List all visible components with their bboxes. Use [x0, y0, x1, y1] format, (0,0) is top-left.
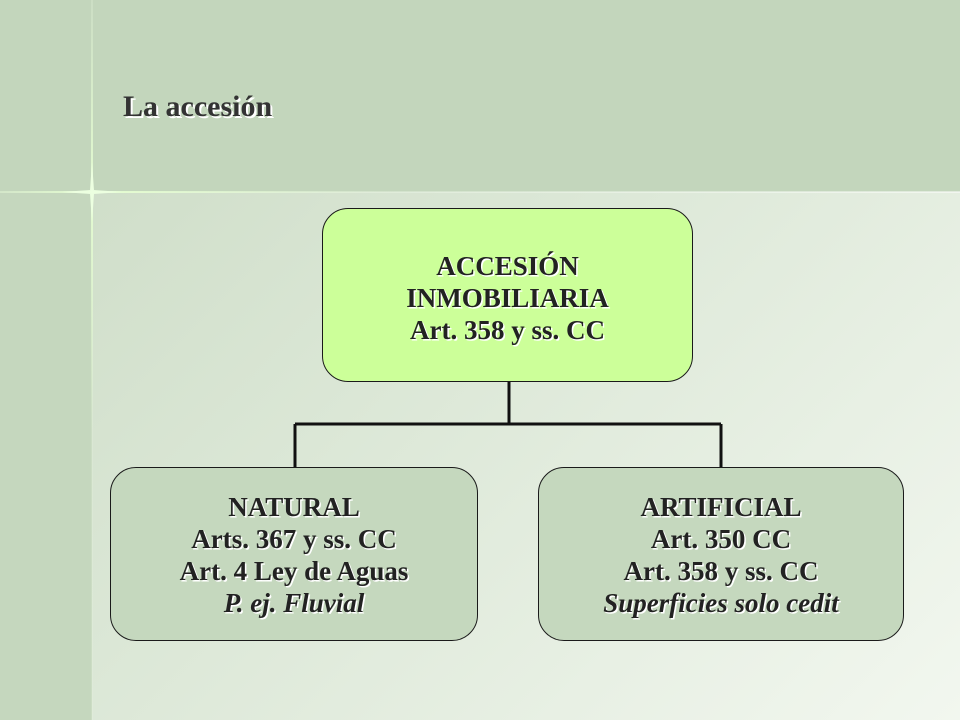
node-artificial-example: Superficies solo cedit: [603, 588, 839, 618]
top-band: [0, 0, 960, 192]
sparkle-icon: [62, 162, 122, 222]
node-natural: NATURAL Arts. 367 y ss. CC Art. 4 Ley de…: [110, 467, 478, 641]
node-accesion-inmobiliaria: ACCESIÓN INMOBILIARIA Art. 358 y ss. CC: [322, 208, 693, 382]
slide-title: La accesión: [123, 90, 273, 123]
vertical-accent-line: [91, 0, 93, 720]
node-root-line-3: Art. 358 y ss. CC: [410, 315, 605, 345]
node-artificial: ARTIFICIAL Art. 350 CC Art. 358 y ss. CC…: [538, 467, 904, 641]
node-artificial-line-2: Art. 350 CC: [650, 524, 792, 554]
node-natural-line-2: Arts. 367 y ss. CC: [191, 524, 397, 554]
node-natural-line-3: Art. 4 Ley de Aguas: [179, 556, 409, 586]
node-natural-example: P. ej. Fluvial: [223, 588, 365, 618]
node-artificial-line-3: Art. 358 y ss. CC: [623, 556, 819, 586]
node-root-line-2: INMOBILIARIA: [406, 283, 609, 313]
node-artificial-line-1: ARTIFICIAL: [640, 492, 802, 522]
horizontal-accent-line: [0, 191, 960, 193]
node-natural-line-1: NATURAL: [228, 492, 360, 522]
node-root-line-1: ACCESIÓN: [436, 251, 579, 281]
